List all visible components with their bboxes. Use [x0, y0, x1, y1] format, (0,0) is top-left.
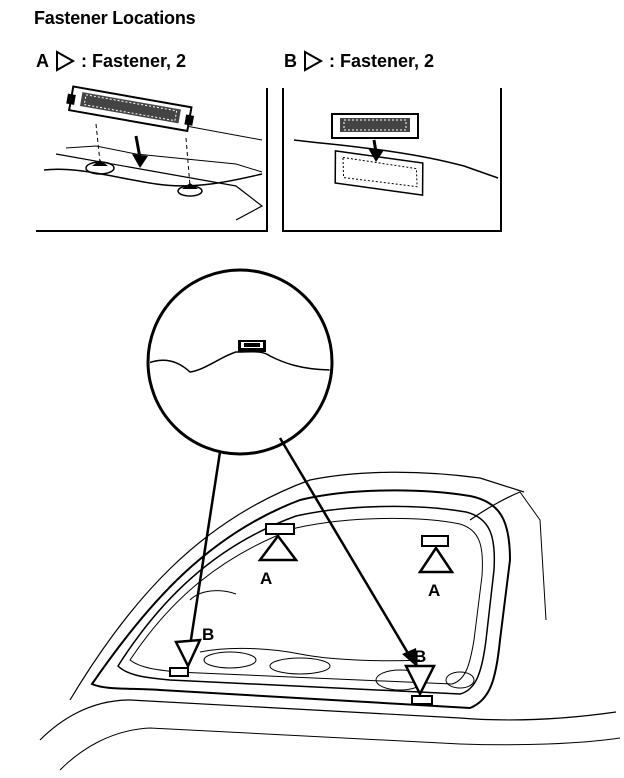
callout-b-left: B	[202, 625, 214, 644]
triangle-pointer-icon	[56, 50, 76, 72]
magnifier-detail	[146, 268, 334, 456]
fastener-a-left	[257, 523, 299, 562]
fastener-b-detail	[282, 88, 502, 232]
fastener-b-left	[169, 638, 203, 677]
fastener-b-right	[403, 664, 437, 705]
callout-a-right: A	[428, 581, 440, 600]
callout-a-left: A	[260, 569, 272, 588]
legend-a-text: : Fastener, 2	[81, 50, 187, 71]
triangle-pointer-icon	[304, 50, 324, 72]
trunk-opening-outline	[39, 471, 621, 771]
legend-a: A : Fastener, 2	[36, 50, 186, 72]
callout-b-right: B	[414, 647, 426, 666]
fastener-b-illustration	[293, 113, 499, 196]
legend-b: B : Fastener, 2	[284, 50, 434, 72]
legend-a-letter: A	[36, 50, 49, 71]
fastener-a-right	[417, 535, 455, 574]
fastener-a-detail	[36, 85, 268, 232]
legend-b-letter: B	[284, 50, 297, 71]
legend-b-text: : Fastener, 2	[329, 50, 435, 71]
page-title: Fastener Locations	[34, 8, 196, 28]
fastener-a-illustration	[43, 85, 264, 221]
